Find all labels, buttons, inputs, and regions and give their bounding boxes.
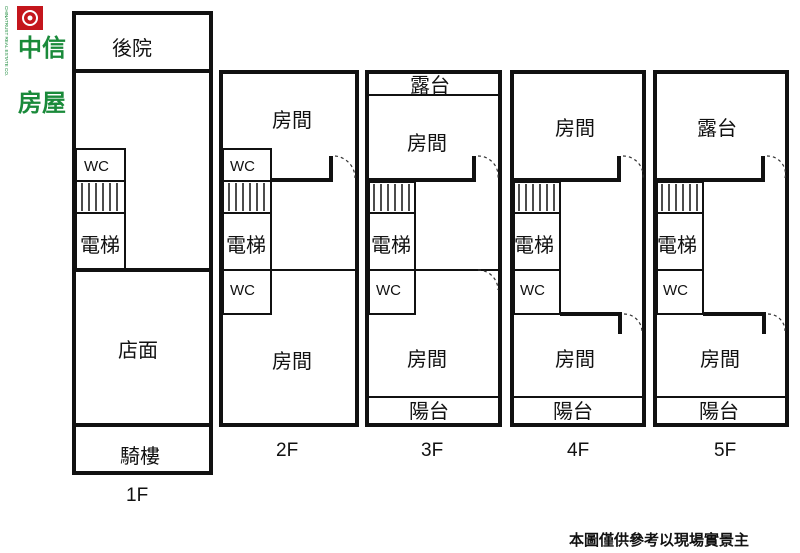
floor-label-3f: 3F [421,440,443,461]
stairs-icon [518,184,555,211]
footer-note: 本圖僅供參考以現場實景主 [569,531,749,549]
floor-1f: 後院 WC 電梯 店面 騎樓 1F [72,11,213,506]
floor-label-2f: 2F [276,440,298,461]
stairs-icon [228,183,265,211]
brand-logo: 中信 房屋 CHINATRUST REAL ESTATE CO. [4,6,66,117]
room-top: 房間 [555,116,595,140]
room-elevator: 電梯 [514,233,554,257]
room-bottom: 房間 [407,347,447,371]
room-arcade: 騎樓 [120,444,160,468]
room-balcony: 陽台 [699,399,739,423]
stairs-icon [81,183,118,211]
room-wc: WC [376,282,401,299]
room-bottom: 房間 [555,347,595,371]
room-top: 房間 [272,108,312,132]
room-top: 房間 [407,131,447,155]
room-balcony: 陽台 [553,399,593,423]
room-elevator: 電梯 [80,233,120,257]
floor-3f: 露台 房間 電梯 WC 房間 陽台 3F [365,70,502,461]
floor-label-1f: 1F [126,485,148,506]
room-wc: WC [663,282,688,299]
floor-2f: 房間 WC 電梯 WC 房間 2F [219,70,359,461]
room-wc: WC [84,158,109,175]
brand-name-line1: 中信 [18,34,66,62]
floor-5f: 露台 電梯 WC 房間 陽台 5F [653,70,789,461]
room-elevator: 電梯 [371,233,411,257]
room-terrace: 露台 [410,73,450,97]
stairs-icon [373,184,410,211]
room-wc-top: WC [230,158,255,175]
room-back-yard: 後院 [112,36,152,60]
floor-label-4f: 4F [567,440,589,461]
brand-name-line2: 房屋 [18,89,66,117]
room-terrace: 露台 [697,116,737,140]
room-bottom: 房間 [272,349,312,373]
room-wc: WC [520,282,545,299]
floor-4f: 房間 電梯 WC 房間 陽台 4F [510,70,646,461]
room-balcony: 陽台 [409,399,449,423]
room-shop: 店面 [118,338,158,362]
room-bottom: 房間 [700,347,740,371]
floor-label-5f: 5F [714,440,736,461]
brand-english: CHINATRUST REAL ESTATE CO. [4,6,9,76]
stairs-icon [661,184,698,211]
room-elevator: 電梯 [226,233,266,257]
room-elevator: 電梯 [657,233,697,257]
room-wc-bottom: WC [230,282,255,299]
